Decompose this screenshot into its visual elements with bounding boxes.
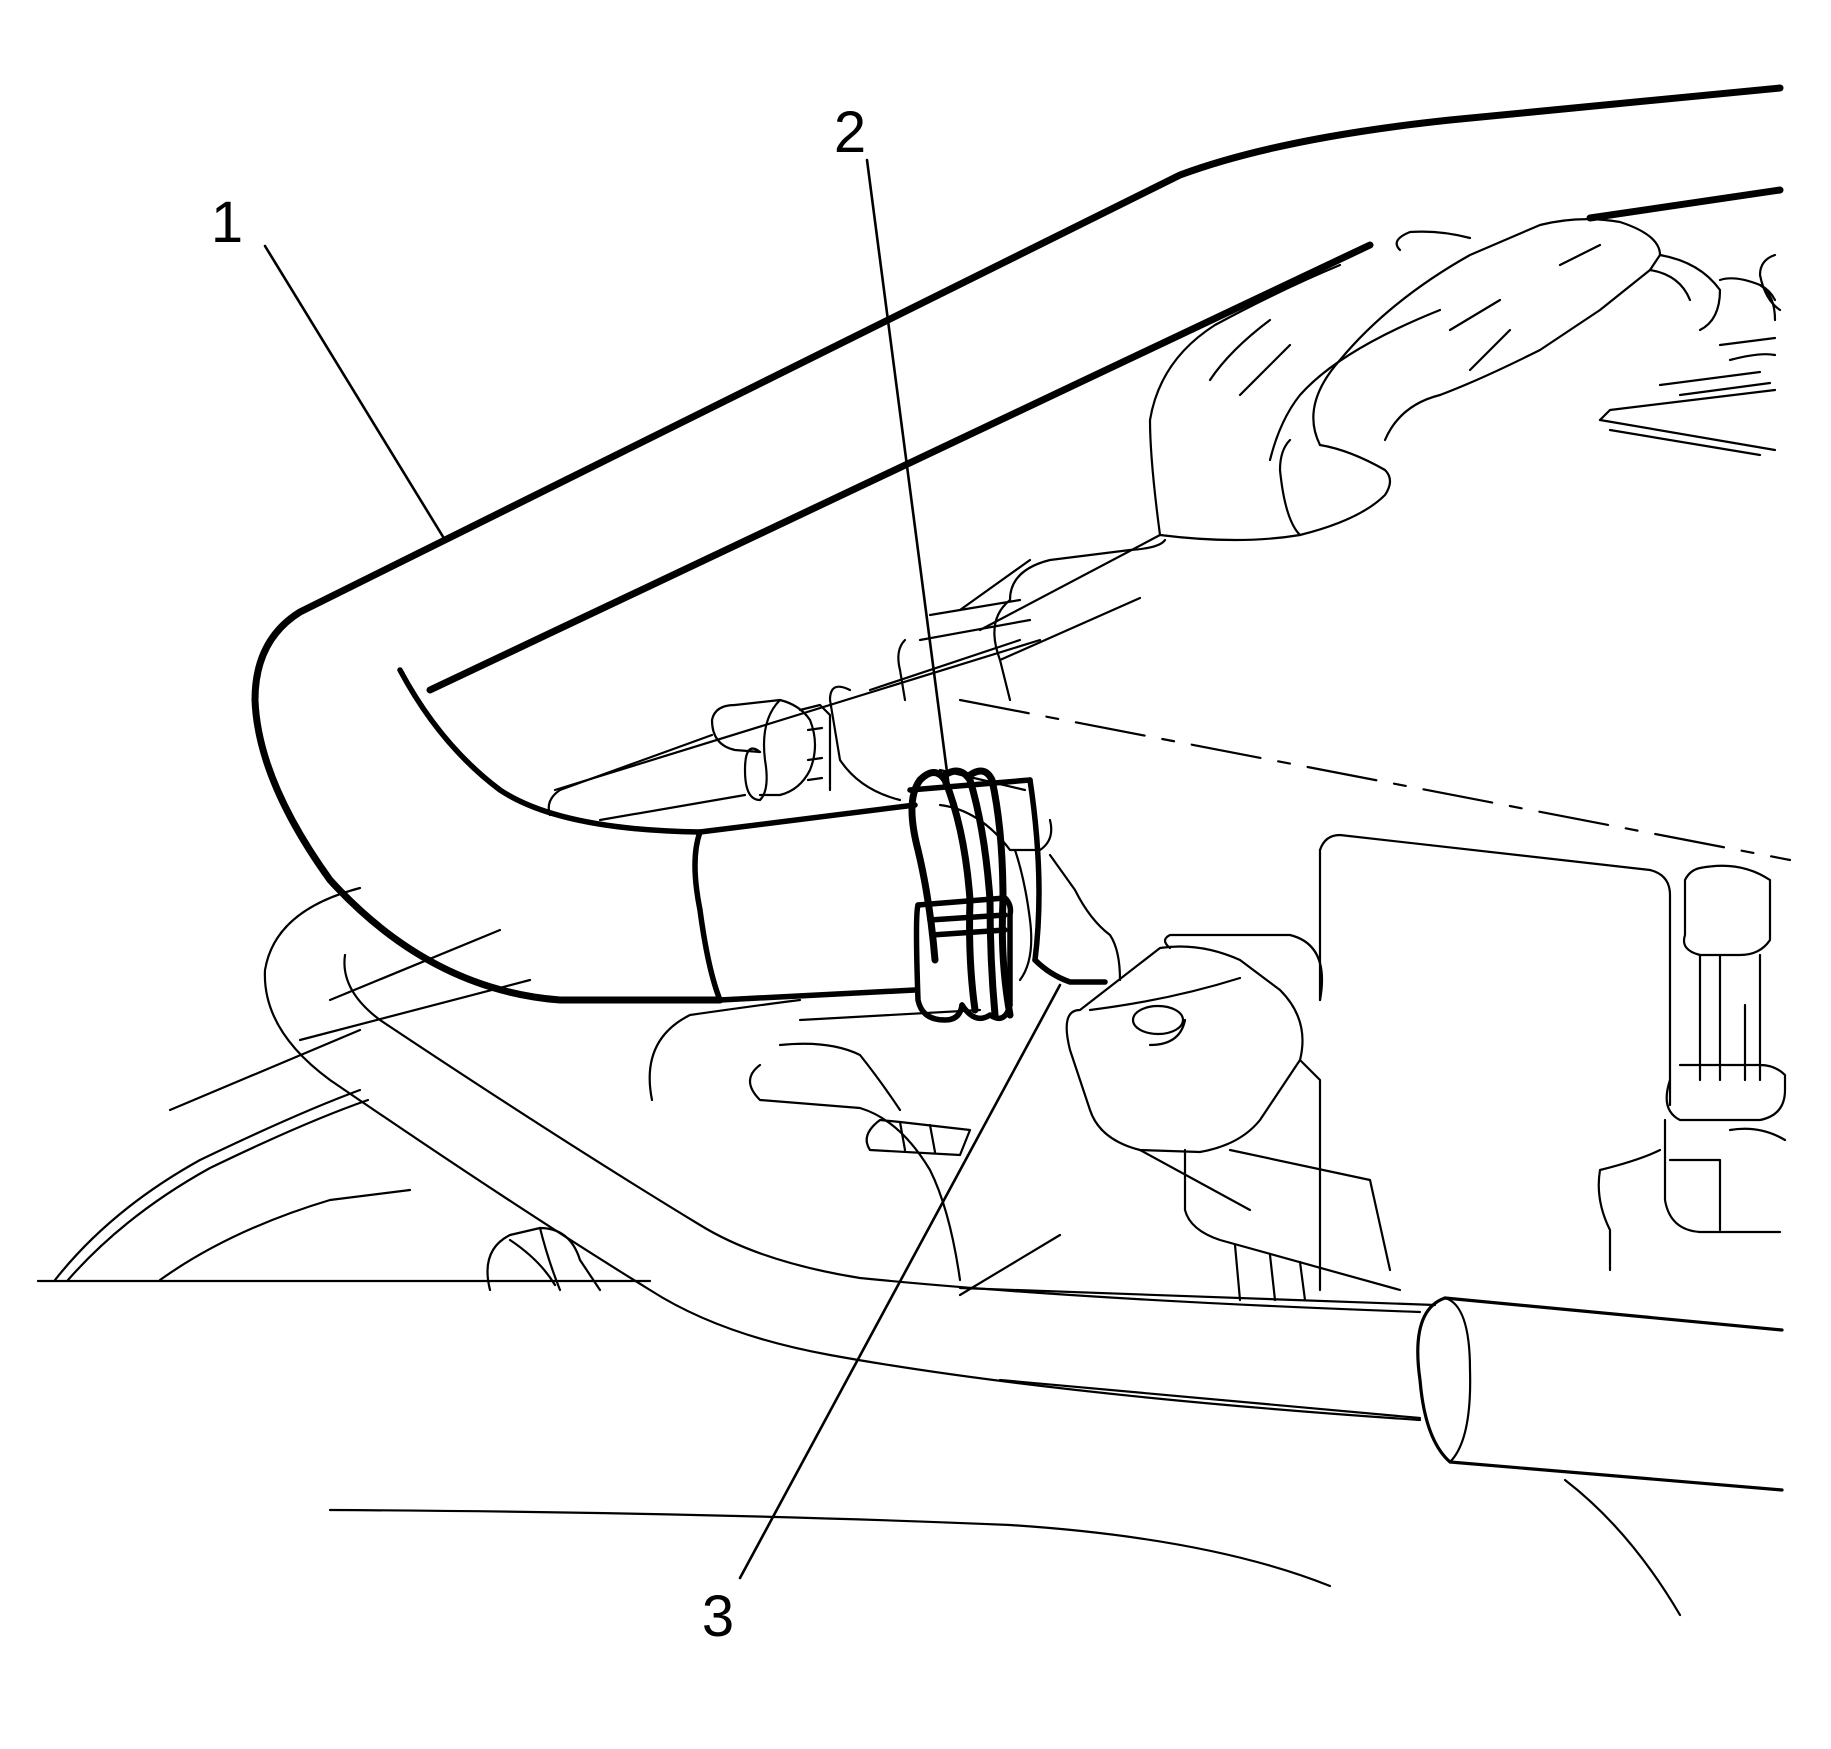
manifold-body: [547, 538, 1167, 982]
middle-rail: [553, 533, 1162, 792]
lower-frame-lines: [36, 928, 1682, 1617]
callout-3: 3: [702, 1584, 734, 1649]
centerline: [958, 698, 1792, 862]
leader-line-1: [263, 244, 447, 542]
leader-line-3: [738, 983, 1062, 1580]
engine-cover: [1148, 218, 1782, 542]
leader-line-2: [865, 158, 952, 797]
callout-1: 1: [211, 190, 243, 255]
cross-rail: [958, 1233, 1784, 1492]
main-hose: [251, 84, 1784, 1004]
hose-clamp: [908, 767, 1014, 1023]
lower-loop-pipe: [263, 886, 1422, 1422]
engine-bracket: [1065, 833, 1787, 1302]
callout-2: 2: [834, 100, 866, 165]
